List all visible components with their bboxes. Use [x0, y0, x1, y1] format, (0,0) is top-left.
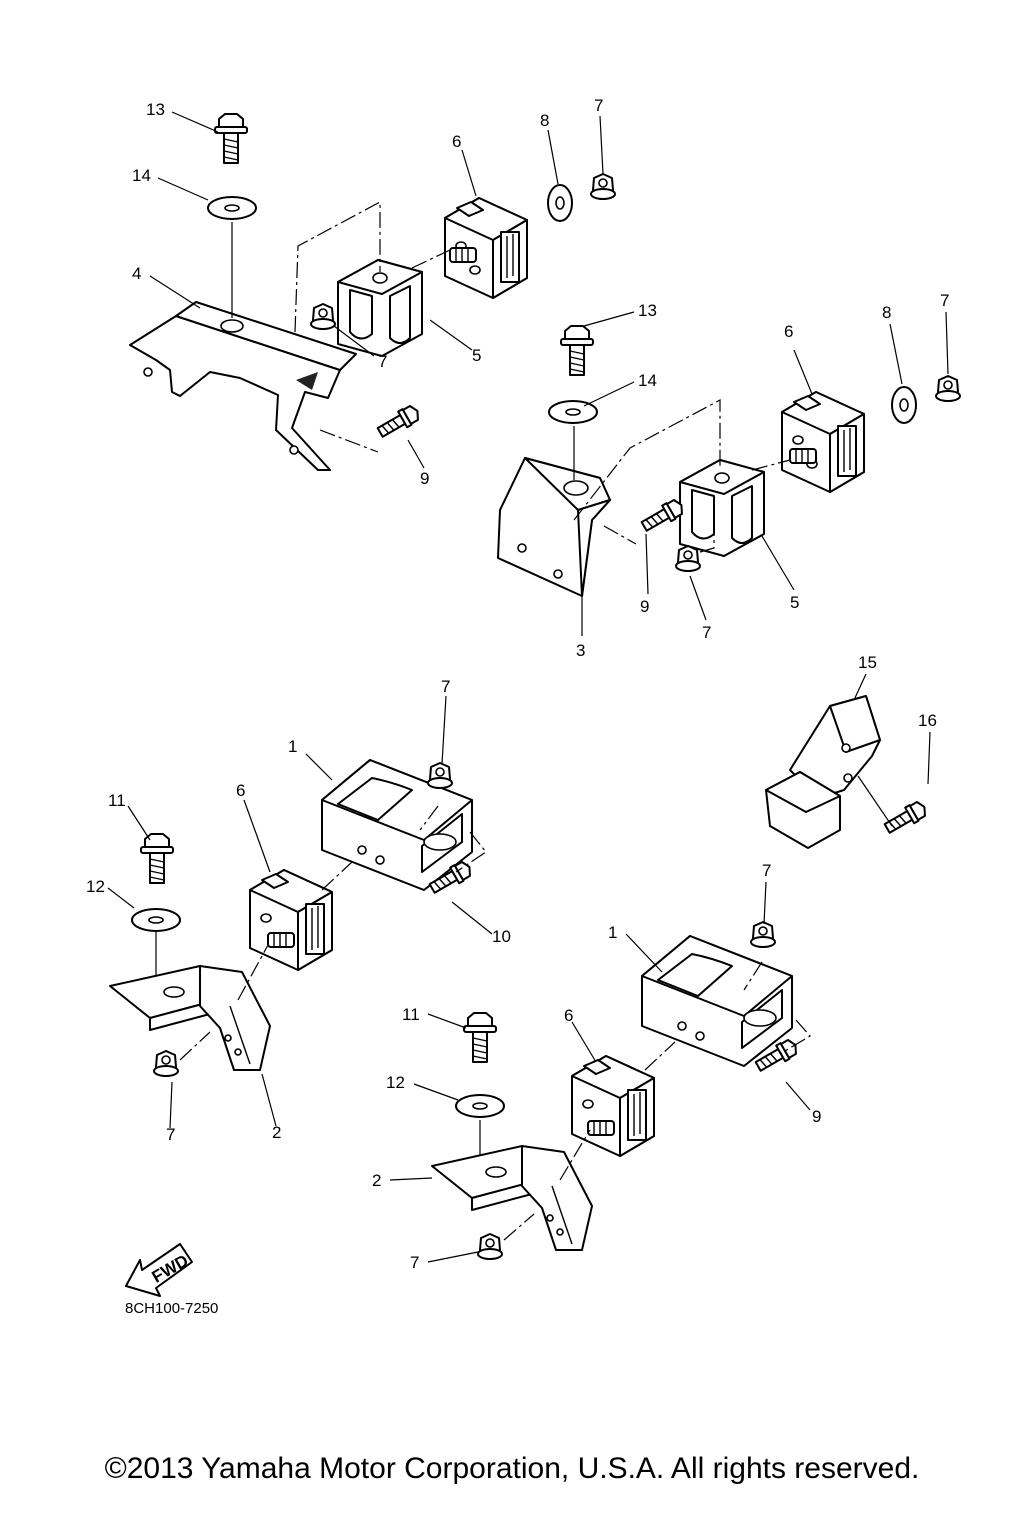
part-4-bracket: [129, 301, 357, 471]
part-12-washer: [131, 908, 181, 932]
callout-14: 14: [132, 166, 151, 185]
callout-7: 7: [702, 623, 711, 642]
callout-9: 9: [640, 597, 649, 616]
callout-7: 7: [594, 96, 603, 115]
callout-11: 11: [402, 1005, 420, 1024]
callout-4: 4: [132, 264, 141, 283]
assembly-upper-left: [129, 113, 616, 471]
callout-5: 5: [472, 346, 481, 365]
part-11-bolt: [140, 833, 174, 884]
callout-2: 2: [372, 1171, 381, 1190]
callout-15: 15: [858, 653, 877, 672]
part-8-washer: [891, 386, 917, 424]
part-7-nut: [477, 1233, 503, 1260]
assembly-lower-left: [109, 759, 487, 1077]
callout-7: 7: [166, 1125, 175, 1144]
callout-13: 13: [146, 100, 165, 119]
part-3-bracket: [497, 457, 611, 597]
part-6-rubber-mount: [781, 391, 865, 493]
part-1-bracket: [641, 935, 793, 1067]
callout-8: 8: [540, 111, 549, 130]
part-7-nut: [750, 921, 776, 948]
callout-9: 9: [420, 469, 429, 488]
callout-6: 6: [236, 781, 245, 800]
drawing-code: 8CH100-7250: [125, 1300, 219, 1317]
part-6-rubber-mount: [249, 869, 333, 971]
callout-2: 2: [272, 1123, 281, 1142]
callout-leaders: [107, 111, 949, 1263]
part-2-bracket: [109, 965, 271, 1071]
assembly-lower-right: [431, 921, 811, 1260]
callout-9: 9: [812, 1107, 821, 1126]
callout-7: 7: [410, 1253, 419, 1272]
callout-14: 14: [638, 371, 657, 390]
part-7-nut: [153, 1050, 179, 1077]
part-6-stud: [267, 932, 295, 948]
part-6-stud: [449, 247, 477, 263]
part-5-clip-bracket: [679, 459, 765, 557]
part-16-bolt: [881, 798, 930, 838]
callout-7: 7: [940, 291, 949, 310]
callout-6: 6: [452, 132, 461, 151]
part-13-bolt: [560, 325, 594, 376]
callout-6: 6: [784, 322, 793, 341]
part-14-washer: [207, 196, 257, 220]
part-6-stud: [789, 448, 817, 464]
callout-12: 12: [386, 1073, 405, 1092]
part-7-nut: [590, 173, 616, 200]
callout-1: 1: [608, 923, 617, 942]
callout-numbers: 13 14 4 6 8 7 7 5 9 13 14 6 8 7 3 9 7 5 …: [86, 96, 949, 1272]
callout-13: 13: [638, 301, 657, 320]
part-7-nut: [935, 375, 961, 402]
callout-16: 16: [918, 711, 937, 730]
callout-8: 8: [882, 303, 891, 322]
part-12-washer: [455, 1094, 505, 1118]
part-7-nut: [675, 545, 701, 572]
assembly-upper-right: [497, 325, 961, 597]
part-6-stud: [587, 1120, 615, 1136]
callout-3: 3: [576, 641, 585, 660]
part-15-damper: [765, 695, 881, 849]
callout-7: 7: [378, 352, 387, 371]
part-8-washer: [547, 184, 573, 222]
part-14-washer: [548, 400, 598, 424]
part-6-rubber-mount: [571, 1055, 655, 1157]
callout-7: 7: [762, 861, 771, 880]
callout-10: 10: [492, 927, 511, 946]
part-5-clip-bracket: [337, 259, 423, 357]
part-7-nut: [427, 762, 453, 789]
callout-1: 1: [288, 737, 297, 756]
callout-6: 6: [564, 1006, 573, 1025]
callout-12: 12: [86, 877, 105, 896]
part-13-bolt: [214, 113, 248, 164]
callout-5: 5: [790, 593, 799, 612]
callout-7: 7: [441, 677, 450, 696]
part-11-bolt: [463, 1012, 497, 1063]
callout-11: 11: [108, 791, 126, 810]
assembly-right-small: [765, 695, 930, 849]
part-2-bracket: [431, 1145, 593, 1251]
copyright-notice: ©2013 Yamaha Motor Corporation, U.S.A. A…: [104, 1452, 920, 1485]
part-9-bolt: [638, 496, 687, 536]
part-9-bolt: [374, 402, 423, 442]
part-7-nut: [310, 303, 336, 330]
fwd-arrow-icon: FWD: [125, 1243, 193, 1297]
